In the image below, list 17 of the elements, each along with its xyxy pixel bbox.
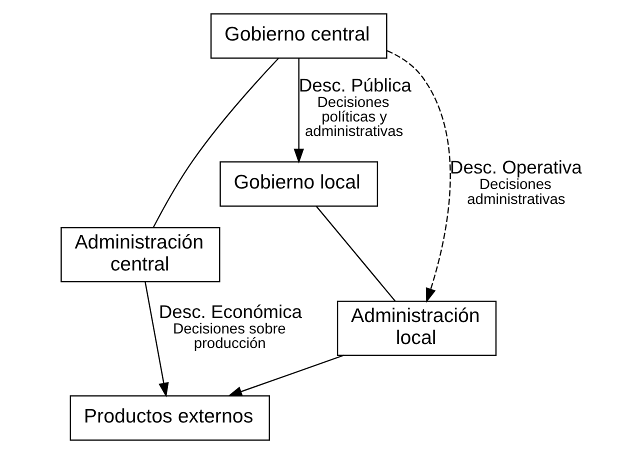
arrow xyxy=(293,58,304,163)
node-box: Administración local xyxy=(336,300,496,356)
edge-label: Decisiones políticas y administrativas xyxy=(304,94,403,140)
arrow xyxy=(386,50,450,302)
edge-label: Decisiones sobre producción xyxy=(172,320,286,352)
arrow xyxy=(144,281,168,397)
connector xyxy=(315,205,396,302)
node-box: Productos externos xyxy=(69,394,270,440)
node-box: Gobierno local xyxy=(219,160,378,206)
edge-label: Desc. Operativa xyxy=(449,156,582,178)
edge-label: Desc. Económica xyxy=(158,300,302,322)
arrow xyxy=(226,354,344,396)
edge-label: Desc. Pública xyxy=(298,74,411,95)
connector xyxy=(152,57,278,228)
node-box: Gobierno central xyxy=(210,12,387,58)
edge-label: Decisiones administrativas xyxy=(466,176,565,208)
node-box: Administración central xyxy=(60,226,220,282)
